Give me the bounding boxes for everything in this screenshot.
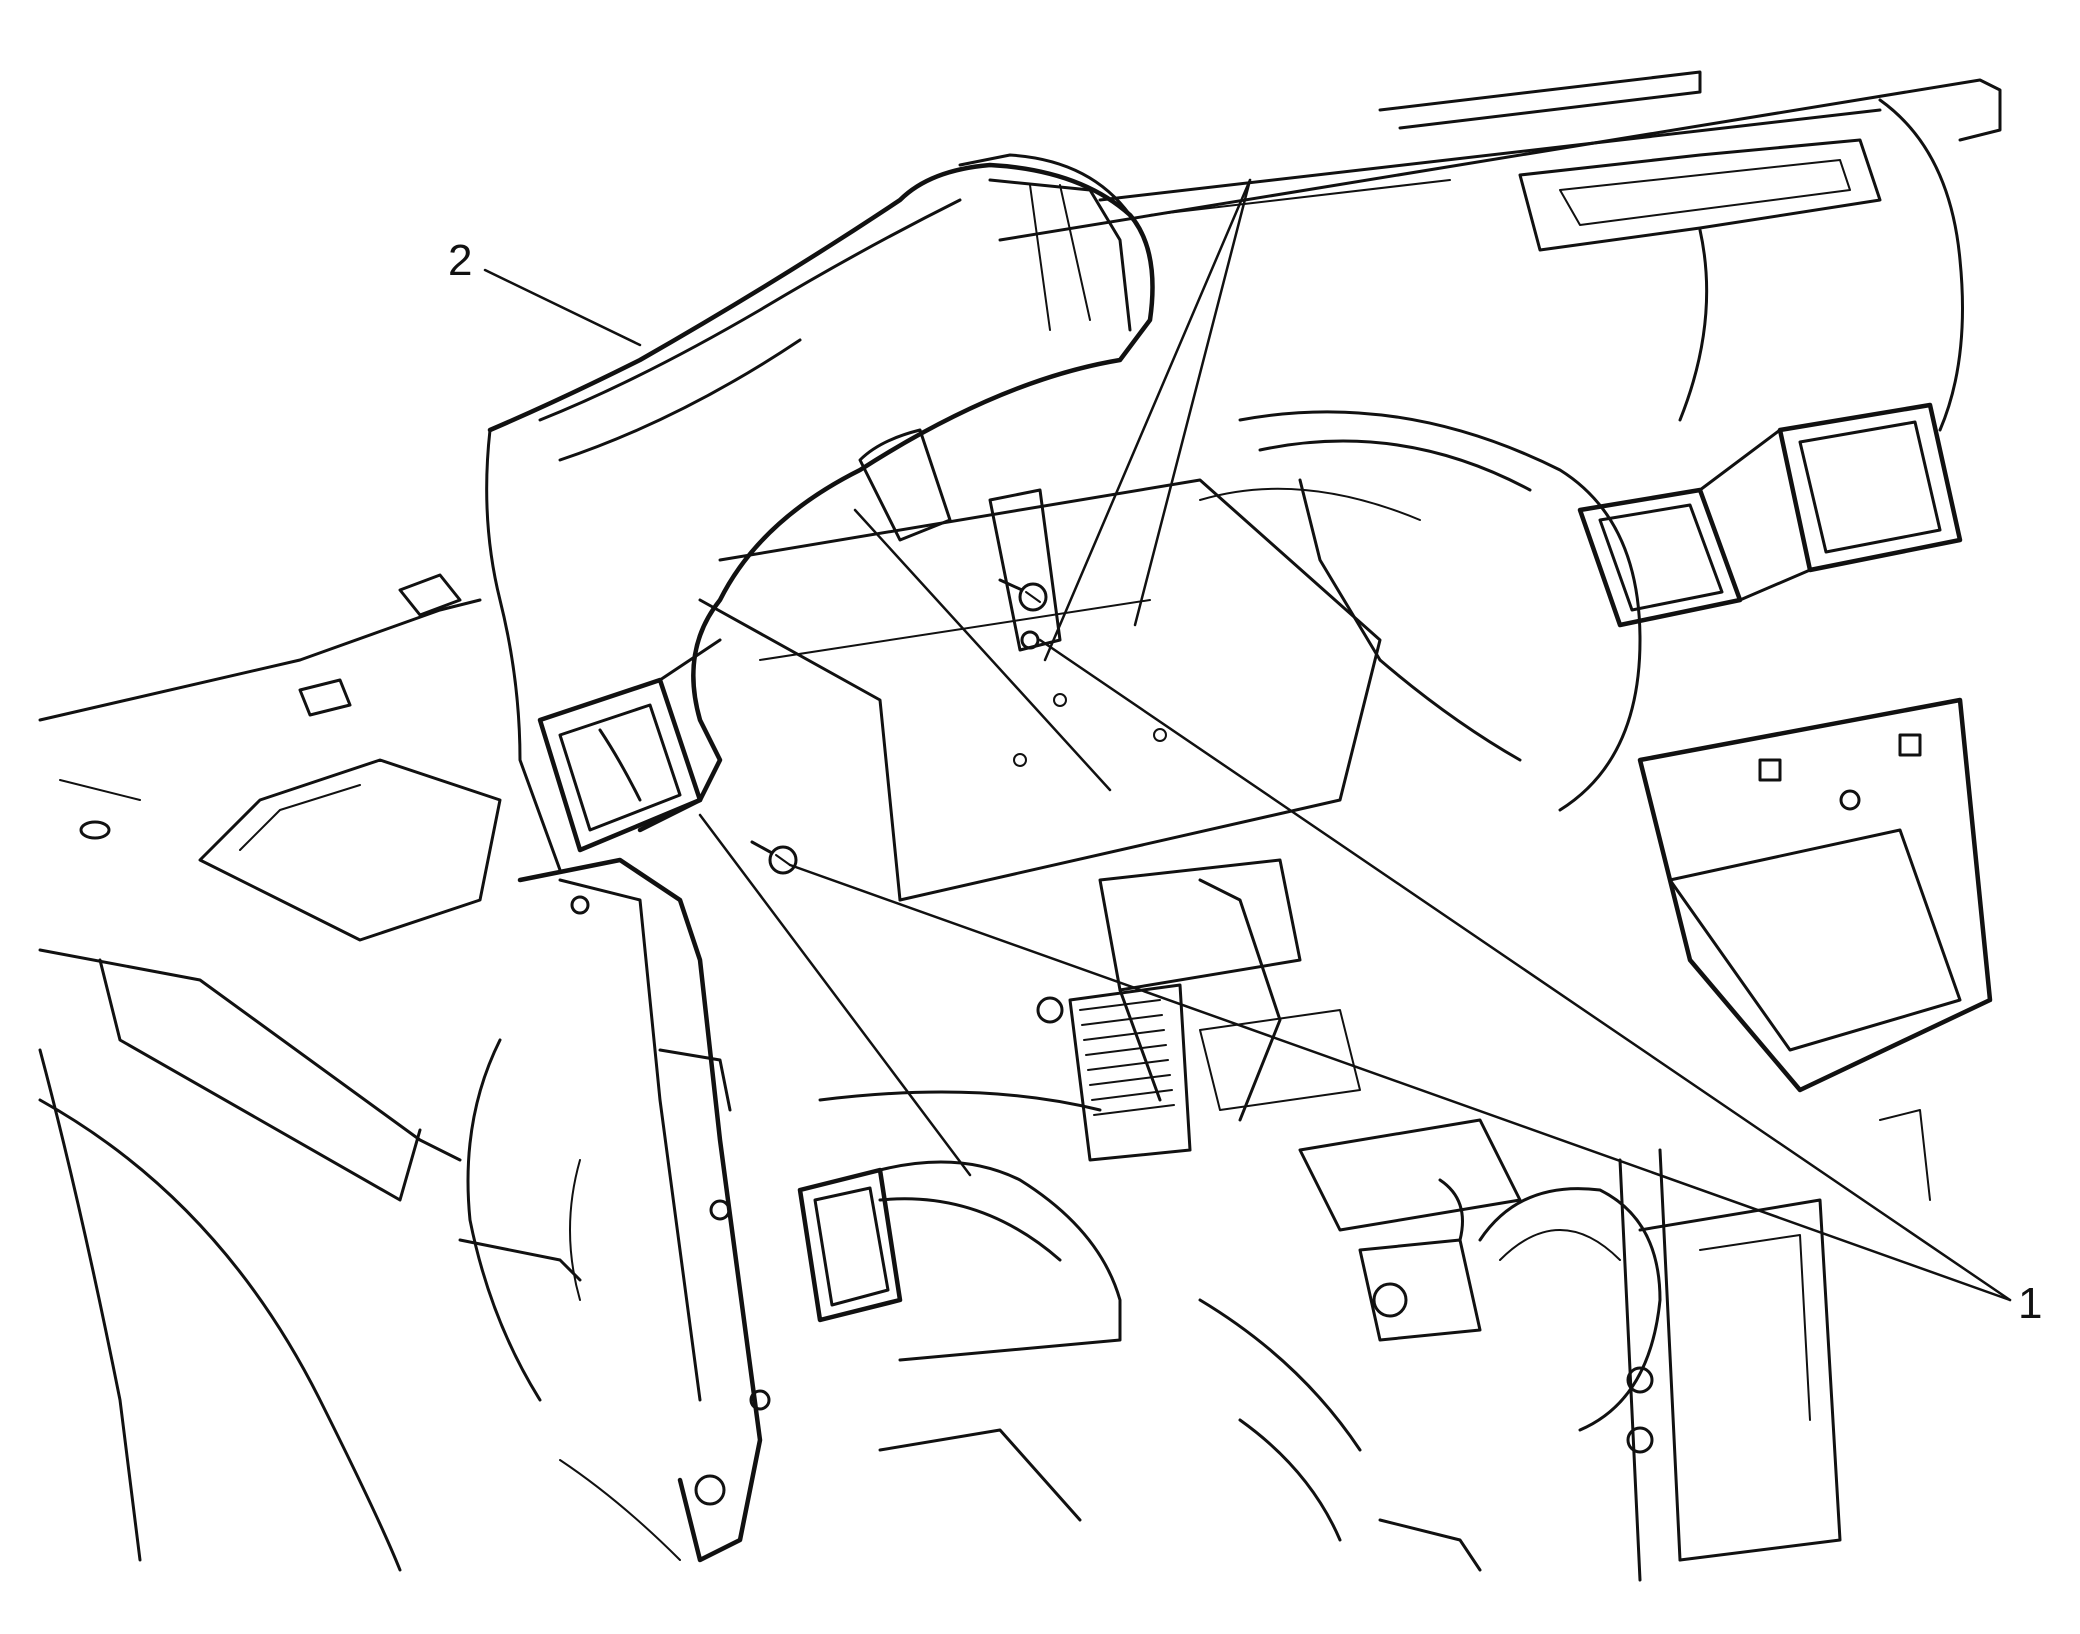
heater-core-ribs bbox=[1036, 983, 1192, 1162]
center-duct bbox=[1199, 410, 1642, 812]
right-bracket-frame bbox=[1637, 697, 1993, 1093]
left-support-bracket bbox=[517, 857, 771, 1563]
lower-structure bbox=[559, 1109, 1931, 1572]
fastener-lower-left bbox=[750, 840, 798, 875]
right-vent-outlets bbox=[1577, 402, 1963, 628]
actuator-assembly bbox=[1199, 1009, 1522, 1342]
left-wheelhouse bbox=[38, 1038, 582, 1572]
callout-label-2: 2 bbox=[448, 236, 472, 285]
lower-right-blower-housing bbox=[1478, 1148, 1842, 1582]
floor-duct-outlet bbox=[797, 1090, 1122, 1362]
fastener-upper bbox=[998, 578, 1048, 612]
left-body-panel bbox=[38, 573, 502, 1562]
leader-lines-item-1 bbox=[698, 178, 2012, 1302]
leader-lines-item-2 bbox=[483, 268, 642, 347]
upper-dash-panel bbox=[998, 70, 2002, 432]
upper-mounting-bracket bbox=[858, 428, 1062, 652]
left-air-duct bbox=[485, 153, 1155, 872]
fastener-group bbox=[750, 578, 1048, 875]
callout-label-1: 1 bbox=[2018, 1279, 2042, 1328]
cross-car-beam bbox=[698, 478, 1382, 1122]
